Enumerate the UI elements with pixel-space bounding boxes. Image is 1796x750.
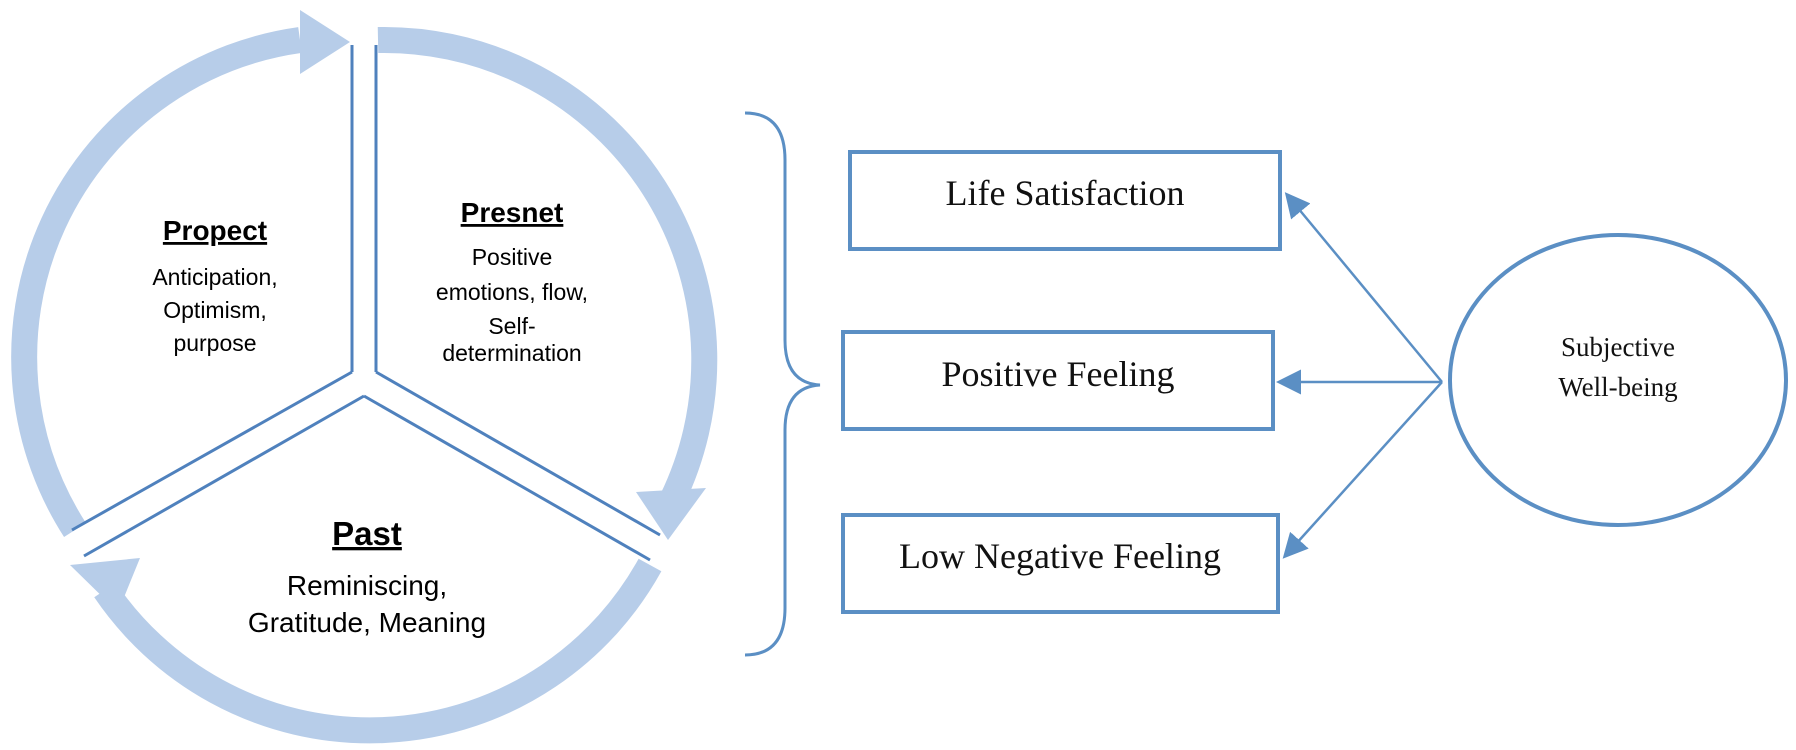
present-line: Positive [472,244,553,270]
segment-past: Past Reminiscing, Gratitude, Meaning [248,515,486,638]
component-label: Life Satisfaction [946,173,1185,213]
divider-left-outer [71,370,353,532]
outcome-line: Subjective [1561,332,1675,362]
curly-brace [744,111,821,657]
outcome-subjective-wellbeing: Subjective Well-being [1448,233,1788,527]
past-line: Reminiscing, [287,570,447,601]
segment-prospect: Propect Anticipation, Optimism, purpose [152,215,277,356]
component-box [841,330,1275,431]
prospect-line: Optimism, [163,297,267,323]
present-title: Presnet [461,197,564,228]
component-box [841,513,1280,614]
component-label: Low Negative Feeling [899,536,1221,576]
ring-arc-present [377,26,718,506]
past-line: Gratitude, Meaning [248,607,486,638]
segment-dividers [71,45,661,562]
segment-present: Presnet Positive emotions, flow, Self- d… [436,197,588,366]
outcome-line: Well-being [1558,372,1677,402]
component-positive-feeling: Positive Feeling [841,330,1275,431]
present-line: determination [442,340,581,366]
present-line: emotions, flow, [436,279,588,305]
outcome-ellipse [1448,233,1788,527]
component-low-negative-feeling: Low Negative Feeling [841,513,1280,614]
divider-left-inner [83,394,365,558]
connector-life-satisfaction [1284,192,1443,383]
ring-arrow-present [636,488,706,540]
past-title: Past [332,515,402,552]
component-label: Positive Feeling [942,354,1175,394]
connectors [1276,192,1443,559]
prospect-line: Anticipation, [152,264,277,290]
ring-arrow-past [70,558,140,612]
present-line: Self- [488,313,535,339]
ring-arrow-prospect [300,10,350,74]
prospect-title: Propect [163,215,267,246]
ring-arc-prospect [11,27,302,538]
ring-arc-past [94,558,662,744]
divider-right-outer [375,370,661,537]
connector-low-negative-feeling [1282,381,1443,559]
component-box [848,150,1282,251]
divider-right-inner [363,394,651,562]
component-life-satisfaction: Life Satisfaction [848,150,1282,251]
cycle-ring [11,10,718,744]
prospect-line: purpose [173,330,256,356]
